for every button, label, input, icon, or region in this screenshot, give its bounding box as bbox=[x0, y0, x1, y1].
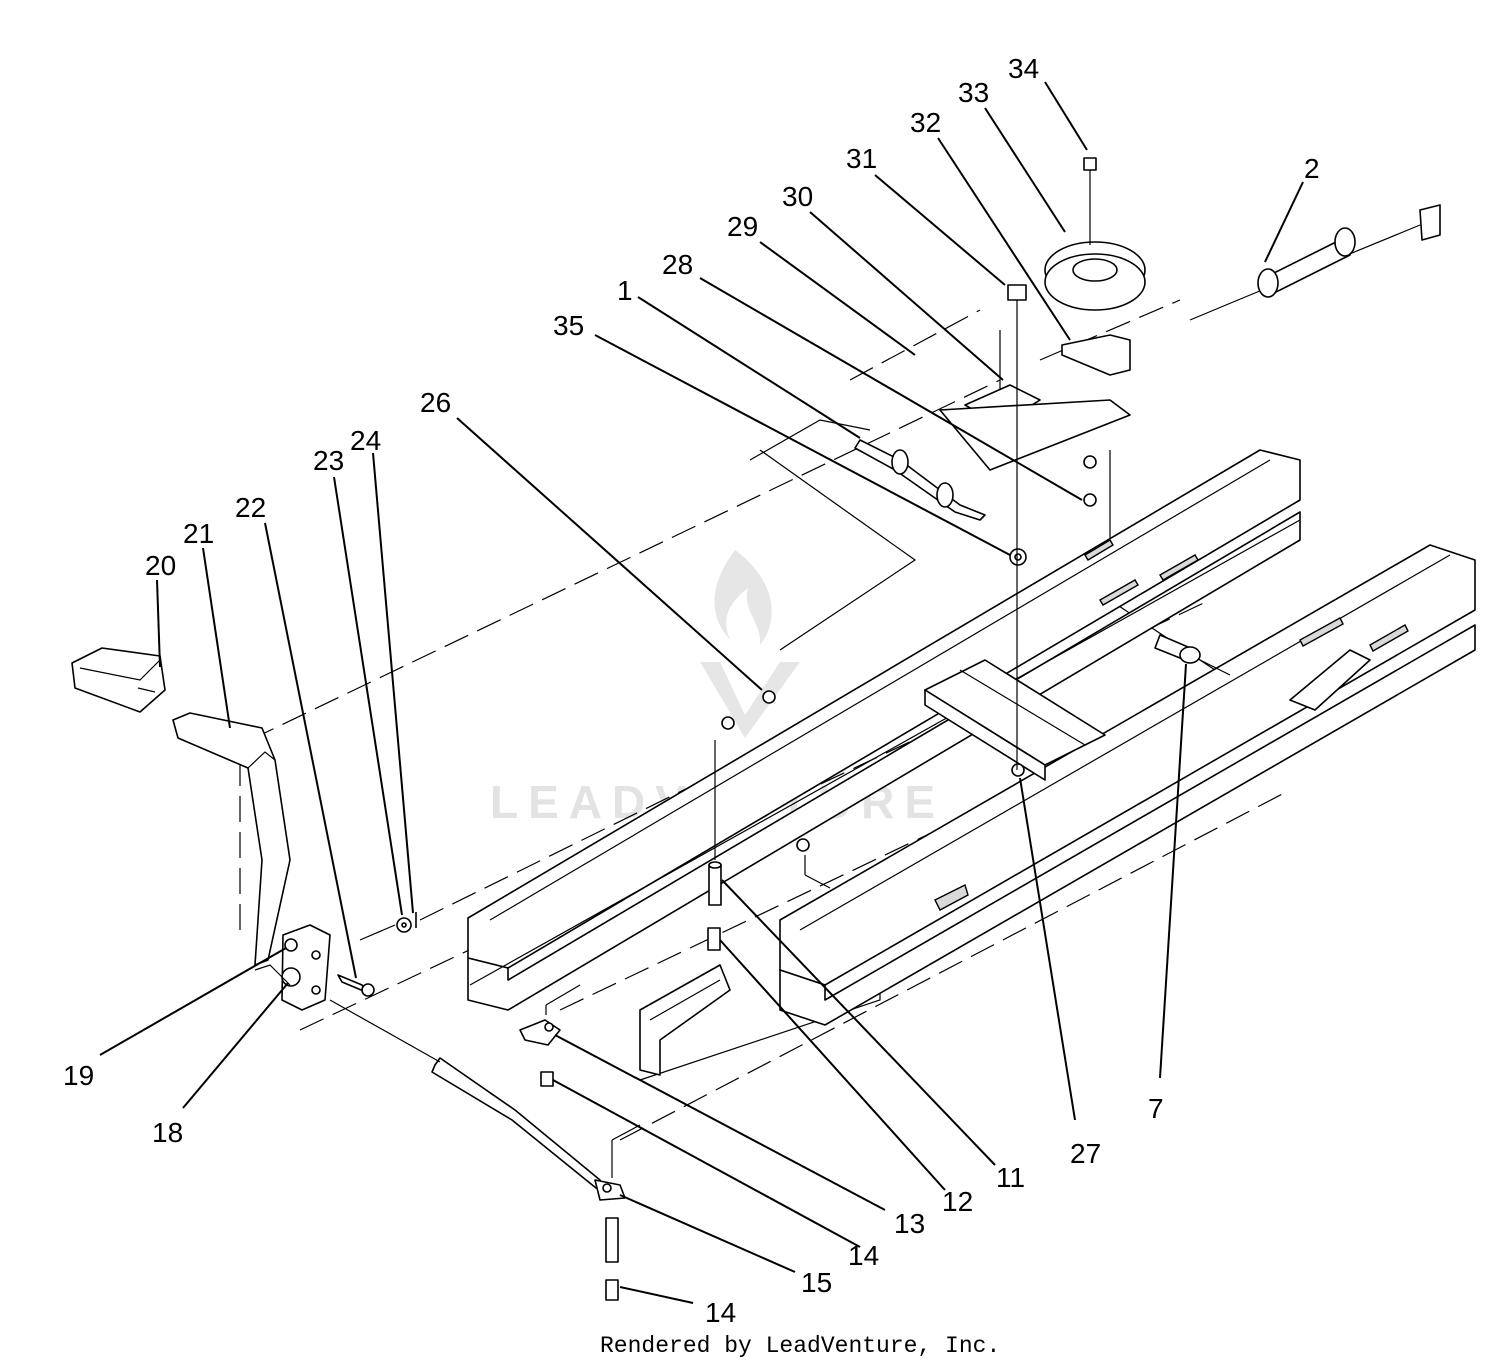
callout-23: 23 bbox=[313, 445, 344, 476]
callout-34: 34 bbox=[1008, 53, 1039, 84]
callout-28: 28 bbox=[662, 249, 693, 280]
leader-19 bbox=[99, 947, 287, 1056]
watermark-flame-icon bbox=[714, 550, 772, 645]
callout-22: 22 bbox=[235, 492, 266, 523]
leader-21 bbox=[202, 547, 231, 729]
callout-2: 2 bbox=[1304, 153, 1320, 184]
leader-32 bbox=[937, 137, 1071, 341]
callout-24: 24 bbox=[350, 425, 381, 456]
leader-27 bbox=[1019, 777, 1076, 1121]
leader-1 bbox=[637, 296, 861, 439]
callout-14-lower: 14 bbox=[705, 1297, 736, 1328]
callout-26: 26 bbox=[420, 387, 451, 418]
callout-labels: 34 33 32 31 30 29 28 2 1 35 26 24 23 22 … bbox=[63, 53, 1320, 1328]
leader-22 bbox=[264, 522, 357, 979]
chassis-drawing bbox=[71, 157, 1476, 1301]
footer-credit: Rendered by LeadVenture, Inc. bbox=[600, 1333, 1000, 1359]
callout-14-upper: 14 bbox=[848, 1240, 879, 1271]
leader-31 bbox=[874, 174, 1006, 286]
callout-13: 13 bbox=[894, 1208, 925, 1239]
leader-20 bbox=[156, 579, 161, 668]
leader-18 bbox=[182, 982, 289, 1109]
leader-7 bbox=[1159, 663, 1187, 1079]
callout-30: 30 bbox=[782, 181, 813, 212]
callout-32: 32 bbox=[910, 107, 941, 138]
leader-30 bbox=[809, 211, 1004, 381]
callout-18: 18 bbox=[152, 1117, 183, 1148]
callout-21: 21 bbox=[183, 518, 214, 549]
leader-12 bbox=[719, 939, 946, 1191]
callout-31: 31 bbox=[846, 143, 877, 174]
watermark-v-icon bbox=[700, 662, 800, 738]
leader-15 bbox=[619, 1194, 796, 1273]
callout-33: 33 bbox=[958, 77, 989, 108]
callout-27: 27 bbox=[1070, 1138, 1101, 1169]
callout-1: 1 bbox=[617, 275, 633, 306]
leader-14b bbox=[619, 1286, 694, 1304]
leader-24 bbox=[372, 452, 414, 914]
callout-12: 12 bbox=[942, 1186, 973, 1217]
callout-15: 15 bbox=[801, 1267, 832, 1298]
leader-13 bbox=[554, 1034, 886, 1211]
leader-34 bbox=[1044, 81, 1088, 151]
callout-20: 20 bbox=[145, 550, 176, 581]
callout-11: 11 bbox=[996, 1162, 1025, 1193]
leader-14a bbox=[552, 1079, 861, 1248]
callout-35: 35 bbox=[553, 310, 584, 341]
leader-33 bbox=[984, 107, 1066, 233]
leader-11 bbox=[721, 879, 996, 1166]
leader-26 bbox=[456, 417, 763, 691]
leader-23 bbox=[333, 476, 403, 916]
leader-29 bbox=[759, 241, 916, 356]
leader-35 bbox=[594, 334, 1011, 556]
callout-29: 29 bbox=[727, 211, 758, 242]
callout-7: 7 bbox=[1148, 1093, 1164, 1124]
leader-28 bbox=[699, 277, 1083, 501]
leader-lines bbox=[99, 81, 1304, 1304]
callout-19: 19 bbox=[63, 1060, 94, 1091]
leader-2 bbox=[1264, 181, 1304, 263]
